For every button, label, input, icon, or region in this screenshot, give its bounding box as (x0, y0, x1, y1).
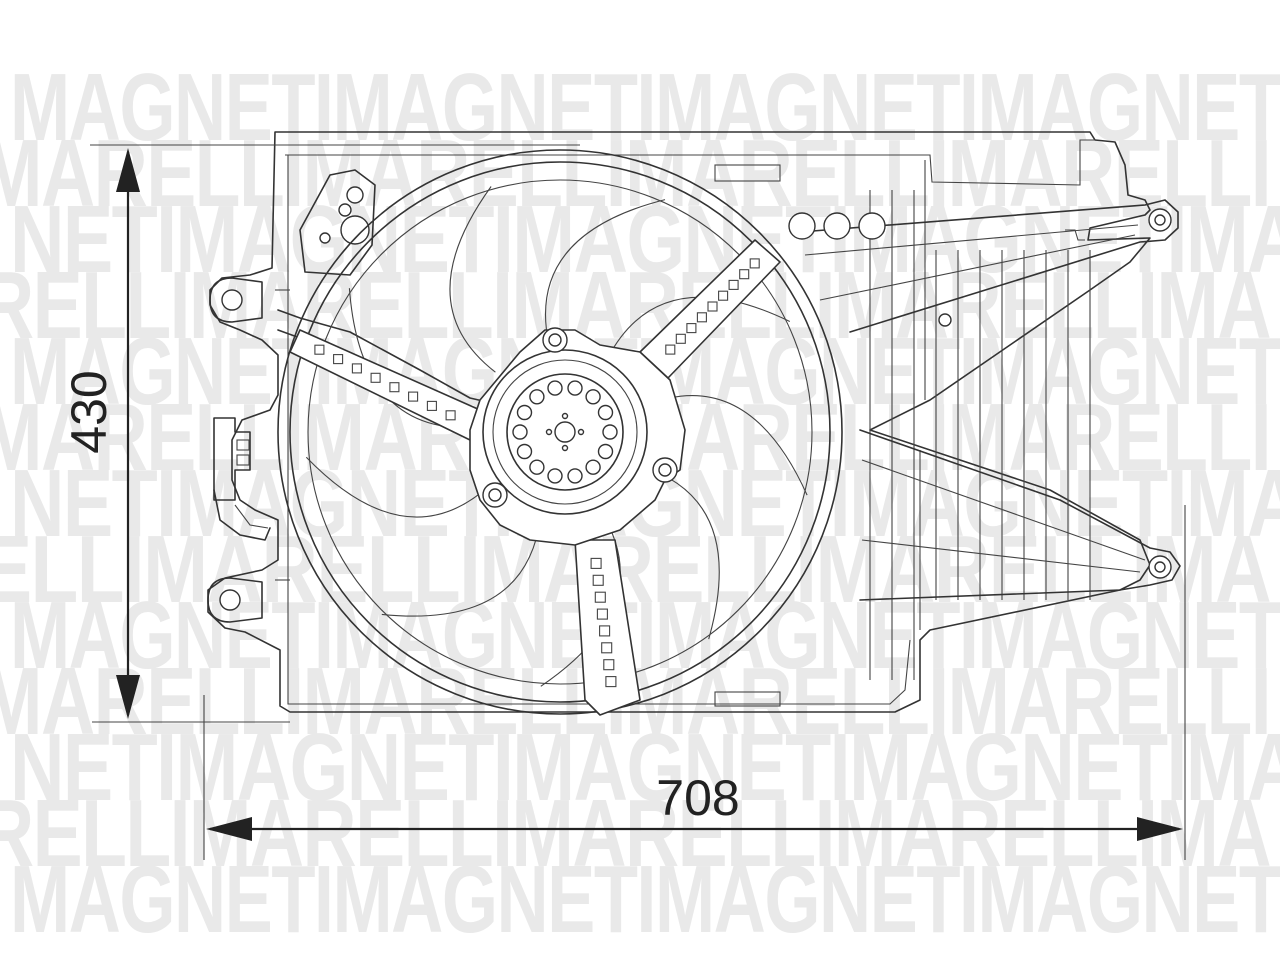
spoke-cell (590, 557, 602, 569)
spoke-cell (594, 591, 606, 603)
upper-mount-arm (799, 199, 1179, 333)
spoke-cell (333, 354, 344, 365)
top-vent-holes (788, 212, 952, 327)
watermark-row: MAGNETIMAGNETIMAGNETIMAGNETI (10, 846, 1280, 953)
watermark-row: MAGNETIMAGNETIMAGNETIMAGNETI (10, 54, 1280, 161)
fan-assembly (207, 131, 1181, 716)
width-dimension: 708 (203, 505, 1186, 860)
hub-bolt-hole (561, 412, 569, 420)
fan-blade (305, 456, 491, 518)
spoke-cell (665, 344, 676, 355)
left-mount-lug-top (209, 277, 263, 323)
hub-vent-hole (547, 468, 563, 484)
spoke-cell (675, 333, 686, 344)
fan-ring (277, 149, 843, 715)
hub-vent-hole (585, 459, 601, 475)
spoke-cell (426, 400, 437, 411)
hub-vent-hole (567, 468, 583, 484)
height-dimension-label: 430 (61, 370, 117, 453)
fan-blade (545, 199, 666, 345)
spoke-cell (389, 382, 400, 393)
spoke-cell (314, 344, 325, 355)
hub-vent-hole (512, 424, 528, 440)
hub-vent-hole (516, 443, 533, 460)
height-dimension: 430 (61, 144, 580, 723)
watermark-row: ELLIMARELLIMARELLIMARELLIMA (0, 516, 1270, 623)
spoke-cell (749, 258, 760, 269)
hub-bolt-hole (545, 428, 553, 436)
hub-bolt-hole (561, 444, 569, 452)
spoke-cell (603, 659, 615, 671)
watermark-row: RELLIMARELLIMARELLIMARELLIMA (0, 252, 1270, 359)
spoke-cell (445, 410, 456, 421)
hub-vent-hole (547, 380, 563, 396)
watermark-row: RELLIMARELLIMARELLIMARELLIMA (0, 780, 1270, 887)
hub-bolt-hole (577, 428, 585, 436)
hub-vent-hole (529, 389, 545, 405)
shroud-frame (207, 131, 1151, 713)
hub-vent-hole (597, 404, 614, 421)
hub-vent-hole (585, 389, 601, 405)
spoke-cell (728, 279, 739, 290)
hub-vent-hole (602, 424, 618, 440)
resistor-housing (299, 169, 376, 276)
spoke-cell (739, 269, 750, 280)
spoke-cell (592, 574, 604, 586)
watermark-row: NETIMAGNETIMAGNETIMAGNETIMA (10, 714, 1280, 821)
motor-hub (469, 327, 686, 546)
fan-blade (607, 296, 791, 359)
spoke-cell (605, 676, 617, 688)
hub-vent-hole (529, 459, 545, 475)
spoke-cell (370, 372, 381, 383)
spoke-cell (596, 608, 608, 620)
spoke-cell (686, 323, 697, 334)
left-mount-lug-bottom (207, 577, 263, 623)
spoke-cell (718, 290, 729, 301)
lower-mount-arm (859, 429, 1181, 601)
spoke-cell (351, 363, 362, 374)
width-dimension-label: 708 (656, 770, 739, 826)
hub-vent-hole (597, 443, 614, 460)
spoke-cell (599, 625, 611, 637)
spoke-cell (707, 301, 718, 312)
spoke-cell (408, 391, 419, 402)
fan-blade (381, 517, 542, 617)
spoke-cell (696, 312, 707, 323)
hub-vent-hole (516, 404, 533, 421)
hub-vent-hole (567, 380, 583, 396)
electrical-connector (213, 417, 271, 541)
fan-blade (449, 186, 496, 373)
spoke-cell (601, 642, 613, 654)
